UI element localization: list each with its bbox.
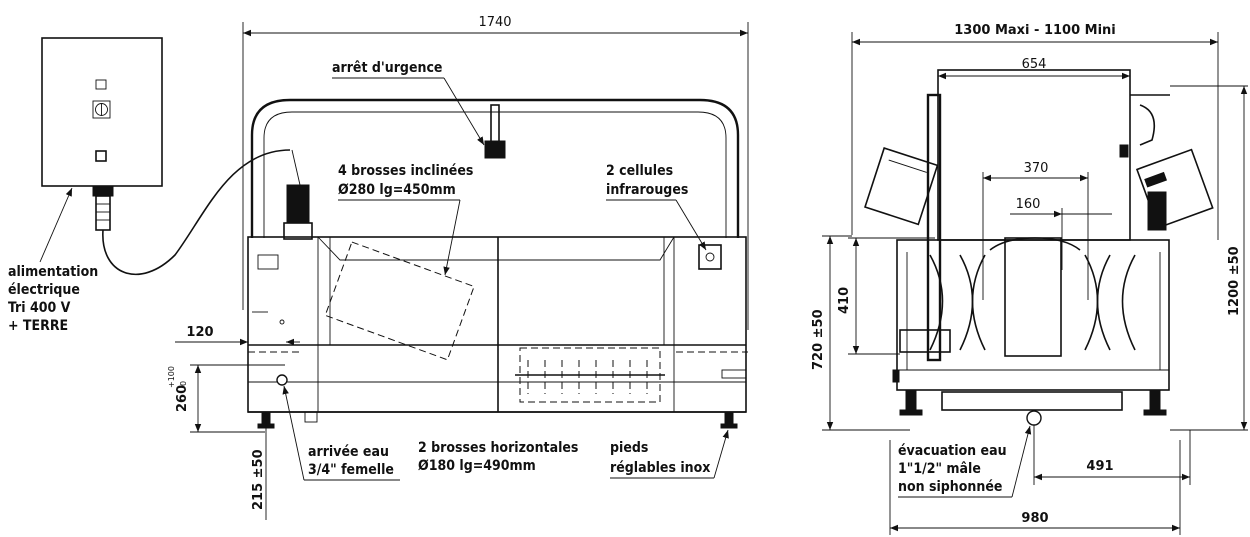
svg-text:Tri 400 V: Tri 400 V bbox=[8, 300, 71, 316]
svg-text:arrivée eau: arrivée eau bbox=[308, 444, 389, 460]
svg-text:2 brosses horizontales: 2 brosses horizontales bbox=[418, 440, 578, 456]
dim-215: 215 ±50 bbox=[251, 412, 270, 520]
label-emergency-stop: arrêt d'urgence bbox=[332, 60, 442, 76]
svg-text:1"1/2" mâle: 1"1/2" mâle bbox=[898, 461, 981, 477]
side-view: 1300 Maxi - 1100 Mini 654 370 160 bbox=[811, 23, 1248, 535]
svg-text:160: 160 bbox=[1016, 197, 1041, 212]
horizontal-brushes bbox=[515, 347, 665, 403]
svg-text:260: 260 bbox=[175, 385, 190, 412]
svg-text:Ø180 lg=490mm: Ø180 lg=490mm bbox=[418, 458, 536, 474]
svg-text:980: 980 bbox=[1021, 511, 1048, 526]
svg-text:215 ±50: 215 ±50 bbox=[251, 449, 266, 510]
svg-text:+100: +100 bbox=[167, 366, 176, 388]
side-machine-body bbox=[864, 69, 1214, 426]
svg-text:infrarouges: infrarouges bbox=[606, 182, 688, 198]
svg-text:réglables inox: réglables inox bbox=[610, 460, 710, 476]
dim-370: 370 bbox=[982, 161, 1089, 300]
svg-text:1200 ±50: 1200 ±50 bbox=[1227, 246, 1242, 316]
dim-1740-text: 1740 bbox=[478, 15, 511, 30]
front-view: 1740 bbox=[8, 15, 749, 520]
svg-text:410: 410 bbox=[837, 287, 852, 314]
machine-body bbox=[247, 236, 748, 429]
svg-text:654: 654 bbox=[1022, 57, 1047, 72]
svg-text:491: 491 bbox=[1086, 459, 1113, 474]
svg-text:3/4" femelle: 3/4" femelle bbox=[308, 462, 394, 478]
dim-120: 120 bbox=[175, 325, 300, 346]
dim-491: 491 bbox=[1033, 425, 1191, 485]
svg-text:4 brosses inclinées: 4 brosses inclinées bbox=[338, 163, 473, 179]
svg-text:+ TERRE: + TERRE bbox=[8, 318, 68, 334]
dim-overall-length: 1740 bbox=[242, 15, 749, 330]
svg-text:évacuation eau: évacuation eau bbox=[898, 443, 1007, 459]
dim-654: 654 bbox=[937, 57, 1131, 100]
dim-160: 160 bbox=[1010, 197, 1112, 270]
svg-text:120: 120 bbox=[186, 325, 213, 340]
side-labels: évacuation eau 1"1/2" mâle non siphonnée bbox=[898, 425, 1032, 498]
rotary-switch-icon bbox=[92, 100, 111, 119]
dim-980: 980 bbox=[889, 440, 1181, 535]
svg-text:720 ±50: 720 ±50 bbox=[811, 309, 826, 370]
front-labels: arrêt d'urgence 4 brosses inclinées Ø280… bbox=[8, 60, 729, 481]
dim-overall-width: 1300 Maxi - 1100 Mini bbox=[851, 23, 1219, 240]
indicator-light-icon bbox=[95, 79, 107, 90]
svg-text:électrique: électrique bbox=[8, 282, 80, 298]
dim-1200: 1200 ±50 bbox=[1170, 85, 1248, 431]
svg-text:0: 0 bbox=[179, 381, 188, 386]
dim-260: 260 +100 0 bbox=[167, 364, 285, 433]
svg-text:370: 370 bbox=[1024, 161, 1049, 176]
button-icon bbox=[95, 150, 107, 162]
dim-410: 410 bbox=[837, 237, 935, 355]
electrical-box bbox=[41, 37, 163, 231]
svg-text:Ø280 lg=450mm: Ø280 lg=450mm bbox=[338, 182, 456, 198]
svg-text:2 cellules: 2 cellules bbox=[606, 163, 673, 179]
dim-720: 720 ±50 bbox=[811, 235, 910, 431]
svg-text:non siphonnée: non siphonnée bbox=[898, 479, 1002, 495]
svg-text:alimentation: alimentation bbox=[8, 264, 98, 280]
svg-text:1300 Maxi - 1100 Mini: 1300 Maxi - 1100 Mini bbox=[954, 23, 1116, 38]
power-cable bbox=[102, 149, 291, 275]
machine-frame bbox=[250, 98, 740, 240]
svg-text:pieds: pieds bbox=[610, 440, 648, 456]
